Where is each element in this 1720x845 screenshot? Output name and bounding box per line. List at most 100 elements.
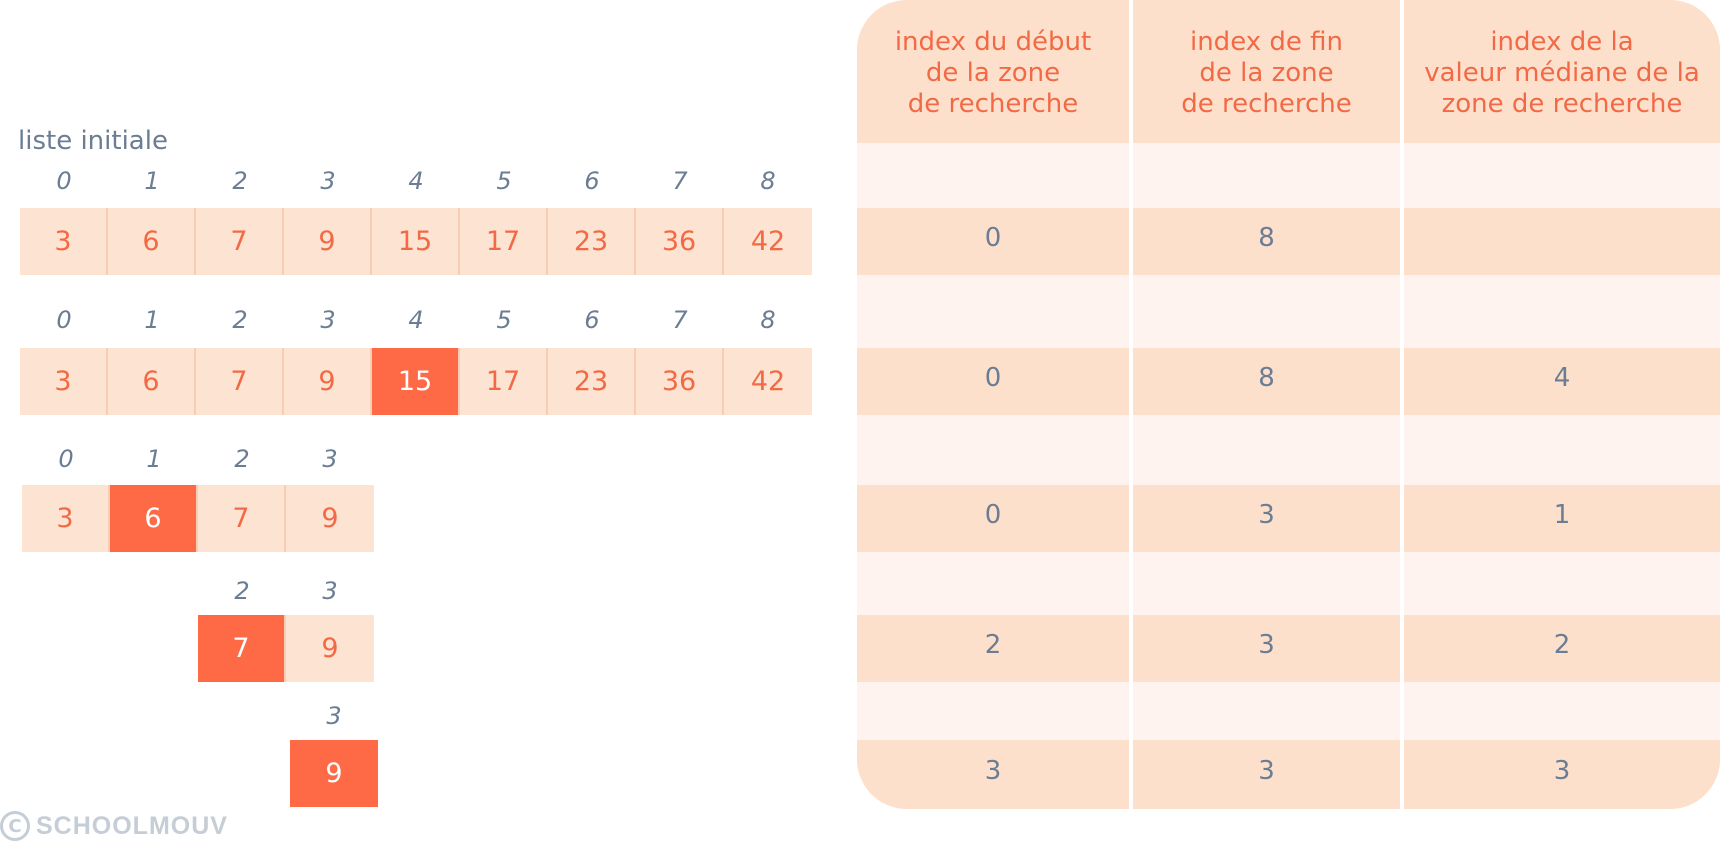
table-spacer-band	[1404, 552, 1720, 615]
table-row-band	[1404, 348, 1720, 415]
table-row-band	[857, 485, 1129, 552]
table-row-band	[1404, 615, 1720, 682]
table-spacer-band	[1133, 682, 1400, 740]
table-cell: 0	[984, 223, 1002, 253]
table-spacer-band	[857, 275, 1129, 348]
index-label: 8	[760, 306, 776, 334]
array-cell: 9	[284, 348, 372, 415]
table-row-band	[857, 0, 1129, 143]
array-cell: 9	[284, 208, 372, 275]
index-label: 6	[584, 306, 600, 334]
array-cell: 42	[724, 208, 812, 275]
array-cell: 6	[108, 208, 196, 275]
table-spacer-band	[1133, 275, 1400, 348]
array-cell: 7	[196, 348, 284, 415]
table-spacer-band	[857, 143, 1129, 208]
table-spacer-band	[857, 415, 1129, 485]
table-spacer-band	[1133, 552, 1400, 615]
table-cell: 1	[1553, 500, 1571, 530]
column-separator	[1129, 0, 1133, 809]
table-cell: 0	[984, 363, 1002, 393]
index-label: 3	[320, 167, 336, 195]
table-cell: 3	[1258, 500, 1275, 530]
table-cell: 8	[1258, 363, 1275, 393]
table-cell: 3	[1258, 756, 1275, 786]
index-label: 3	[326, 702, 342, 730]
index-label: 3	[322, 577, 338, 605]
index-label: 5	[496, 167, 512, 195]
index-label: 1	[146, 445, 162, 473]
median-cell: 7	[198, 615, 286, 682]
index-label: 7	[672, 306, 688, 334]
array-cell: 9	[286, 615, 374, 682]
table-cell: 0	[984, 500, 1002, 530]
table-row-band	[1133, 208, 1400, 275]
table-spacer-band	[1133, 415, 1400, 485]
column-separator	[1400, 0, 1404, 809]
table-spacer-band	[857, 552, 1129, 615]
schoolmouv-logo: C SCHOOLMOUV	[0, 808, 228, 844]
array-cell: 36	[636, 208, 724, 275]
table-spacer-band	[1404, 275, 1720, 348]
array-cell: 3	[20, 208, 108, 275]
array-cell: 17	[460, 208, 548, 275]
median-cell: 6	[110, 485, 198, 552]
index-label: 4	[408, 306, 424, 334]
table-row-band	[1404, 0, 1720, 143]
array-cell: 3	[20, 348, 108, 415]
table-cell: 3	[1553, 756, 1571, 786]
array-cell: 15	[372, 208, 460, 275]
index-label: 0	[56, 306, 72, 334]
index-label: 3	[322, 445, 338, 473]
table-cell: 2	[984, 630, 1002, 660]
table-row-band	[1404, 740, 1720, 809]
table-row-band	[1133, 0, 1400, 143]
table-row-band	[1133, 348, 1400, 415]
index-label: 0	[56, 167, 72, 195]
table-row-band	[1133, 485, 1400, 552]
table-spacer-band	[1404, 415, 1720, 485]
index-label: 2	[234, 445, 250, 473]
index-label: 1	[144, 306, 160, 334]
table-row-band	[857, 615, 1129, 682]
index-label: 2	[232, 167, 248, 195]
table-row-band	[857, 348, 1129, 415]
table-row-band	[1133, 615, 1400, 682]
table-row-band	[857, 208, 1129, 275]
table-row-band	[1404, 485, 1720, 552]
table-cell: 2	[1553, 630, 1571, 660]
array-cell: 7	[198, 485, 286, 552]
table-row-band	[1133, 740, 1400, 809]
table-spacer-band	[1404, 682, 1720, 740]
median-cell: 9	[290, 740, 378, 807]
median-cell: 15	[372, 348, 460, 415]
index-label: 0	[58, 445, 74, 473]
table-cell: 8	[1258, 223, 1275, 253]
index-label: 8	[760, 167, 776, 195]
array-cell: 3	[22, 485, 110, 552]
table-spacer-band	[857, 682, 1129, 740]
index-label: 6	[584, 167, 600, 195]
array-cell: 23	[548, 348, 636, 415]
array-cell: 36	[636, 348, 724, 415]
index-label: 2	[232, 306, 248, 334]
array-cell: 6	[108, 348, 196, 415]
index-label: 4	[408, 167, 424, 195]
table-spacer-band	[1404, 143, 1720, 208]
array-cell: 42	[724, 348, 812, 415]
index-label: 5	[496, 306, 512, 334]
array-cell: 23	[548, 208, 636, 275]
table-cell: 4	[1553, 363, 1571, 393]
table-row-band	[857, 740, 1129, 809]
table-cell: 3	[1258, 630, 1275, 660]
array-cell: 17	[460, 348, 548, 415]
logo-text: SCHOOLMOUV	[36, 811, 228, 840]
index-label: 7	[672, 167, 688, 195]
